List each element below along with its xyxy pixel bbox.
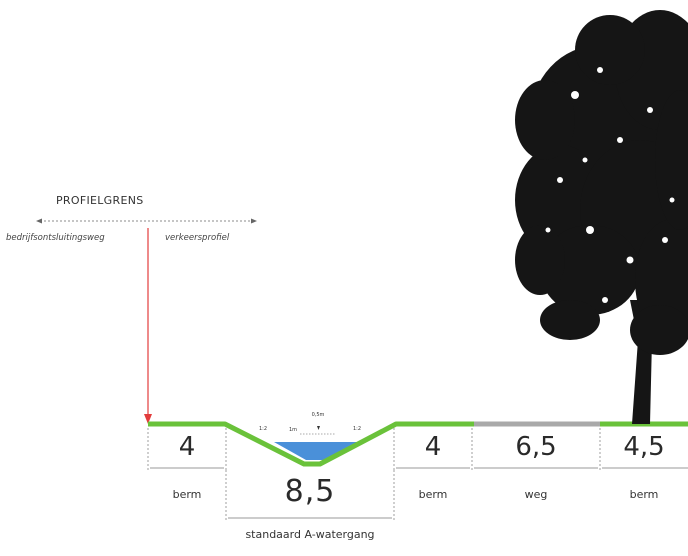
watergang-caption: standaard A-watergang (245, 528, 375, 541)
ditch-slope-left: 1:2 (258, 426, 268, 432)
water-level-arrow (317, 426, 320, 430)
segment-value-weg: 6,5 (515, 432, 557, 462)
segment-name-weg: weg (524, 488, 548, 501)
dimension-lines (150, 467, 688, 519)
segment-value-berm-1: 4 (178, 432, 196, 462)
tree-illustration (515, 10, 688, 424)
segment-value-berm-2: 4 (424, 432, 442, 462)
segment-name-berm-3: berm (629, 488, 659, 501)
ditch-slope-right: 1:2 (352, 426, 362, 432)
profile-boundary-label: PROFIELGRENS (56, 194, 144, 207)
tree-foliage-gaps (545, 67, 675, 303)
ditch-water-label: 1m (288, 427, 298, 433)
segment-value-berm-3: 4,5 (623, 432, 665, 462)
dimension-ticks (147, 428, 601, 520)
ditch-depth-label: 0,5m (311, 412, 325, 418)
segment-value-watergang: 8,5 (284, 474, 336, 509)
ditch-water (274, 442, 362, 460)
profile-direction-arrow-left (36, 218, 42, 224)
ground-profile (148, 421, 688, 467)
segment-name-berm-1: berm (172, 488, 202, 501)
profile-direction-arrow-right (251, 218, 257, 224)
right-side-label: verkeersprofiel (165, 233, 230, 243)
left-side-label: bedrijfsontsluitingsweg (6, 233, 105, 243)
profile-boundary-arrowhead (144, 414, 152, 424)
segment-name-berm-2: berm (418, 488, 448, 501)
